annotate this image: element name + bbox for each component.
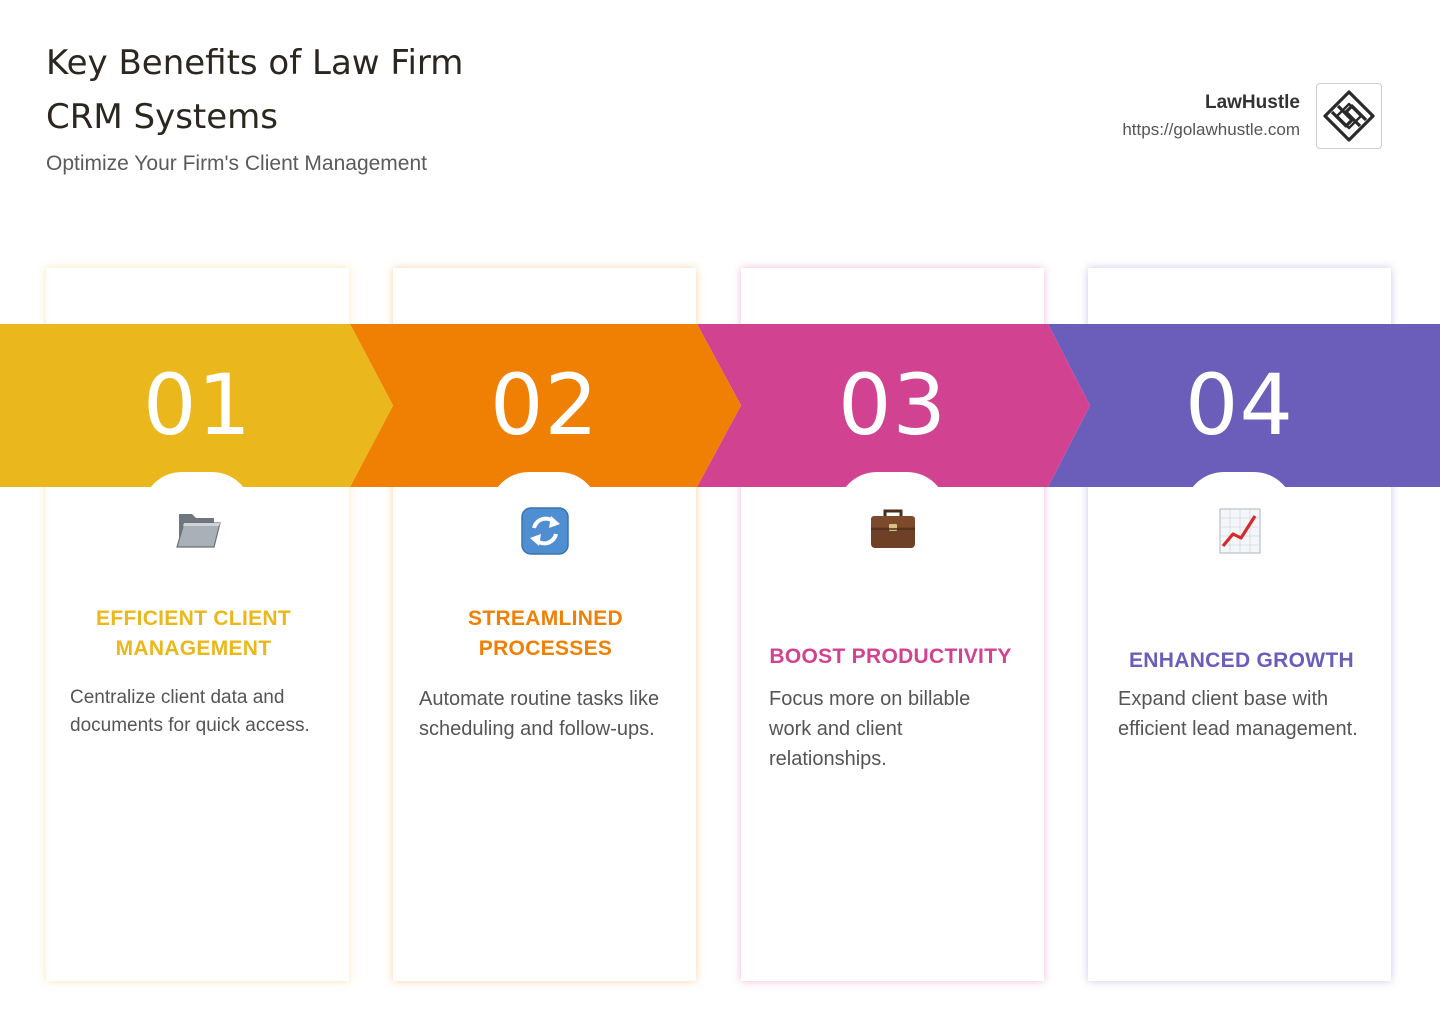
- chevron-segment-4: [1048, 324, 1440, 487]
- benefit-heading-2: STREAMLINED PROCESSES: [468, 607, 623, 660]
- benefit-description-2: Automate routine tasks like scheduling a…: [419, 688, 660, 740]
- chevron-segment-3: [697, 324, 1090, 487]
- brand-name: LawHustle: [1204, 92, 1300, 113]
- refresh-arrows-icon: [393, 506, 696, 562]
- diamond-knot-logo-icon: [1316, 83, 1382, 149]
- benefit-description-4: Expand client base with efficient lead m…: [1118, 688, 1358, 740]
- chevron-banner: [0, 324, 1440, 487]
- benefit-heading-4: ENHANCED GROWTH: [1129, 649, 1354, 672]
- step-number-2: 02: [490, 356, 599, 454]
- brand-url[interactable]: https://golawhustle.com: [1122, 120, 1300, 139]
- icon-notch-1: [142, 472, 252, 512]
- chevron-segment-2: [350, 324, 741, 487]
- benefit-heading-1: EFFICIENT CLIENT MANAGEMENT: [96, 607, 291, 660]
- step-number-3: 03: [838, 356, 947, 454]
- page-title: Key Benefits of Law Firm CRM Systems: [46, 43, 464, 137]
- icon-notch-2: [489, 472, 599, 512]
- benefit-heading-3: BOOST PRODUCTIVITY: [769, 645, 1012, 668]
- step-number-1: 01: [143, 356, 252, 454]
- icon-notch-3: [837, 472, 947, 512]
- folder-icon: [46, 506, 349, 562]
- chart-increasing-icon: [1088, 506, 1391, 562]
- brand-block: LawHustle https://golawhustle.com: [1122, 90, 1300, 144]
- benefit-description-1: Centralize client data and documents for…: [70, 687, 310, 736]
- briefcase-icon: [741, 506, 1044, 562]
- icon-notch-4: [1184, 472, 1294, 512]
- page-subtitle: Optimize Your Firm's Client Management: [46, 152, 427, 175]
- chevron-segment-1: [0, 324, 393, 487]
- benefit-description-3: Focus more on billable work and client r…: [769, 688, 971, 770]
- step-number-4: 04: [1185, 356, 1294, 454]
